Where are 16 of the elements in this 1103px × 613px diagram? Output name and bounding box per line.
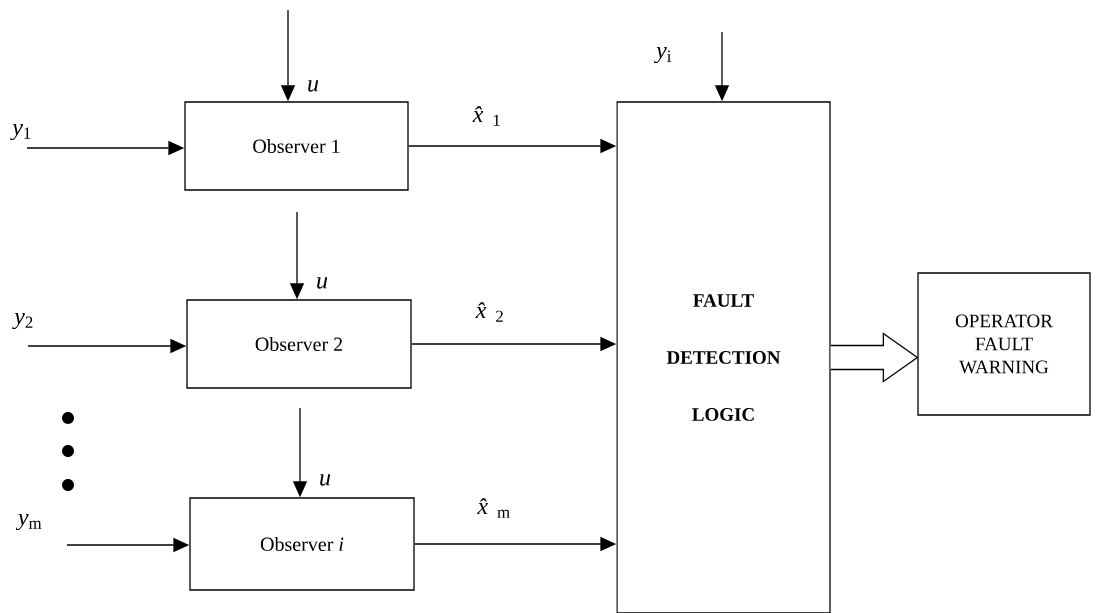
observer-box: Observer 2 (186, 299, 412, 389)
observer-box: Observer i (189, 497, 415, 591)
edge-label: y$_{i}$ (654, 46, 672, 64)
logic-box: FAULT DETECTION LOGIC (616, 101, 831, 613)
observer-box: Observer 1 (184, 101, 409, 191)
edge-label: x̂$_{2}$ (475, 302, 503, 322)
edge-label: y$_{1}$ (10, 123, 31, 141)
edge-label: y$_{m}$ (15, 513, 42, 531)
edge-label: y$_{2}$ (12, 312, 33, 330)
edge-label: u (308, 80, 319, 92)
hollow-arrow (830, 332, 919, 383)
edge-label: u (317, 277, 328, 289)
edge-label: x̂$_{1}$ (472, 106, 500, 126)
edge-label: u (320, 474, 331, 486)
warning-box: OPERATOR FAULT WARNING (917, 272, 1091, 416)
edge-label: x̂$_{m}$ (477, 498, 510, 518)
